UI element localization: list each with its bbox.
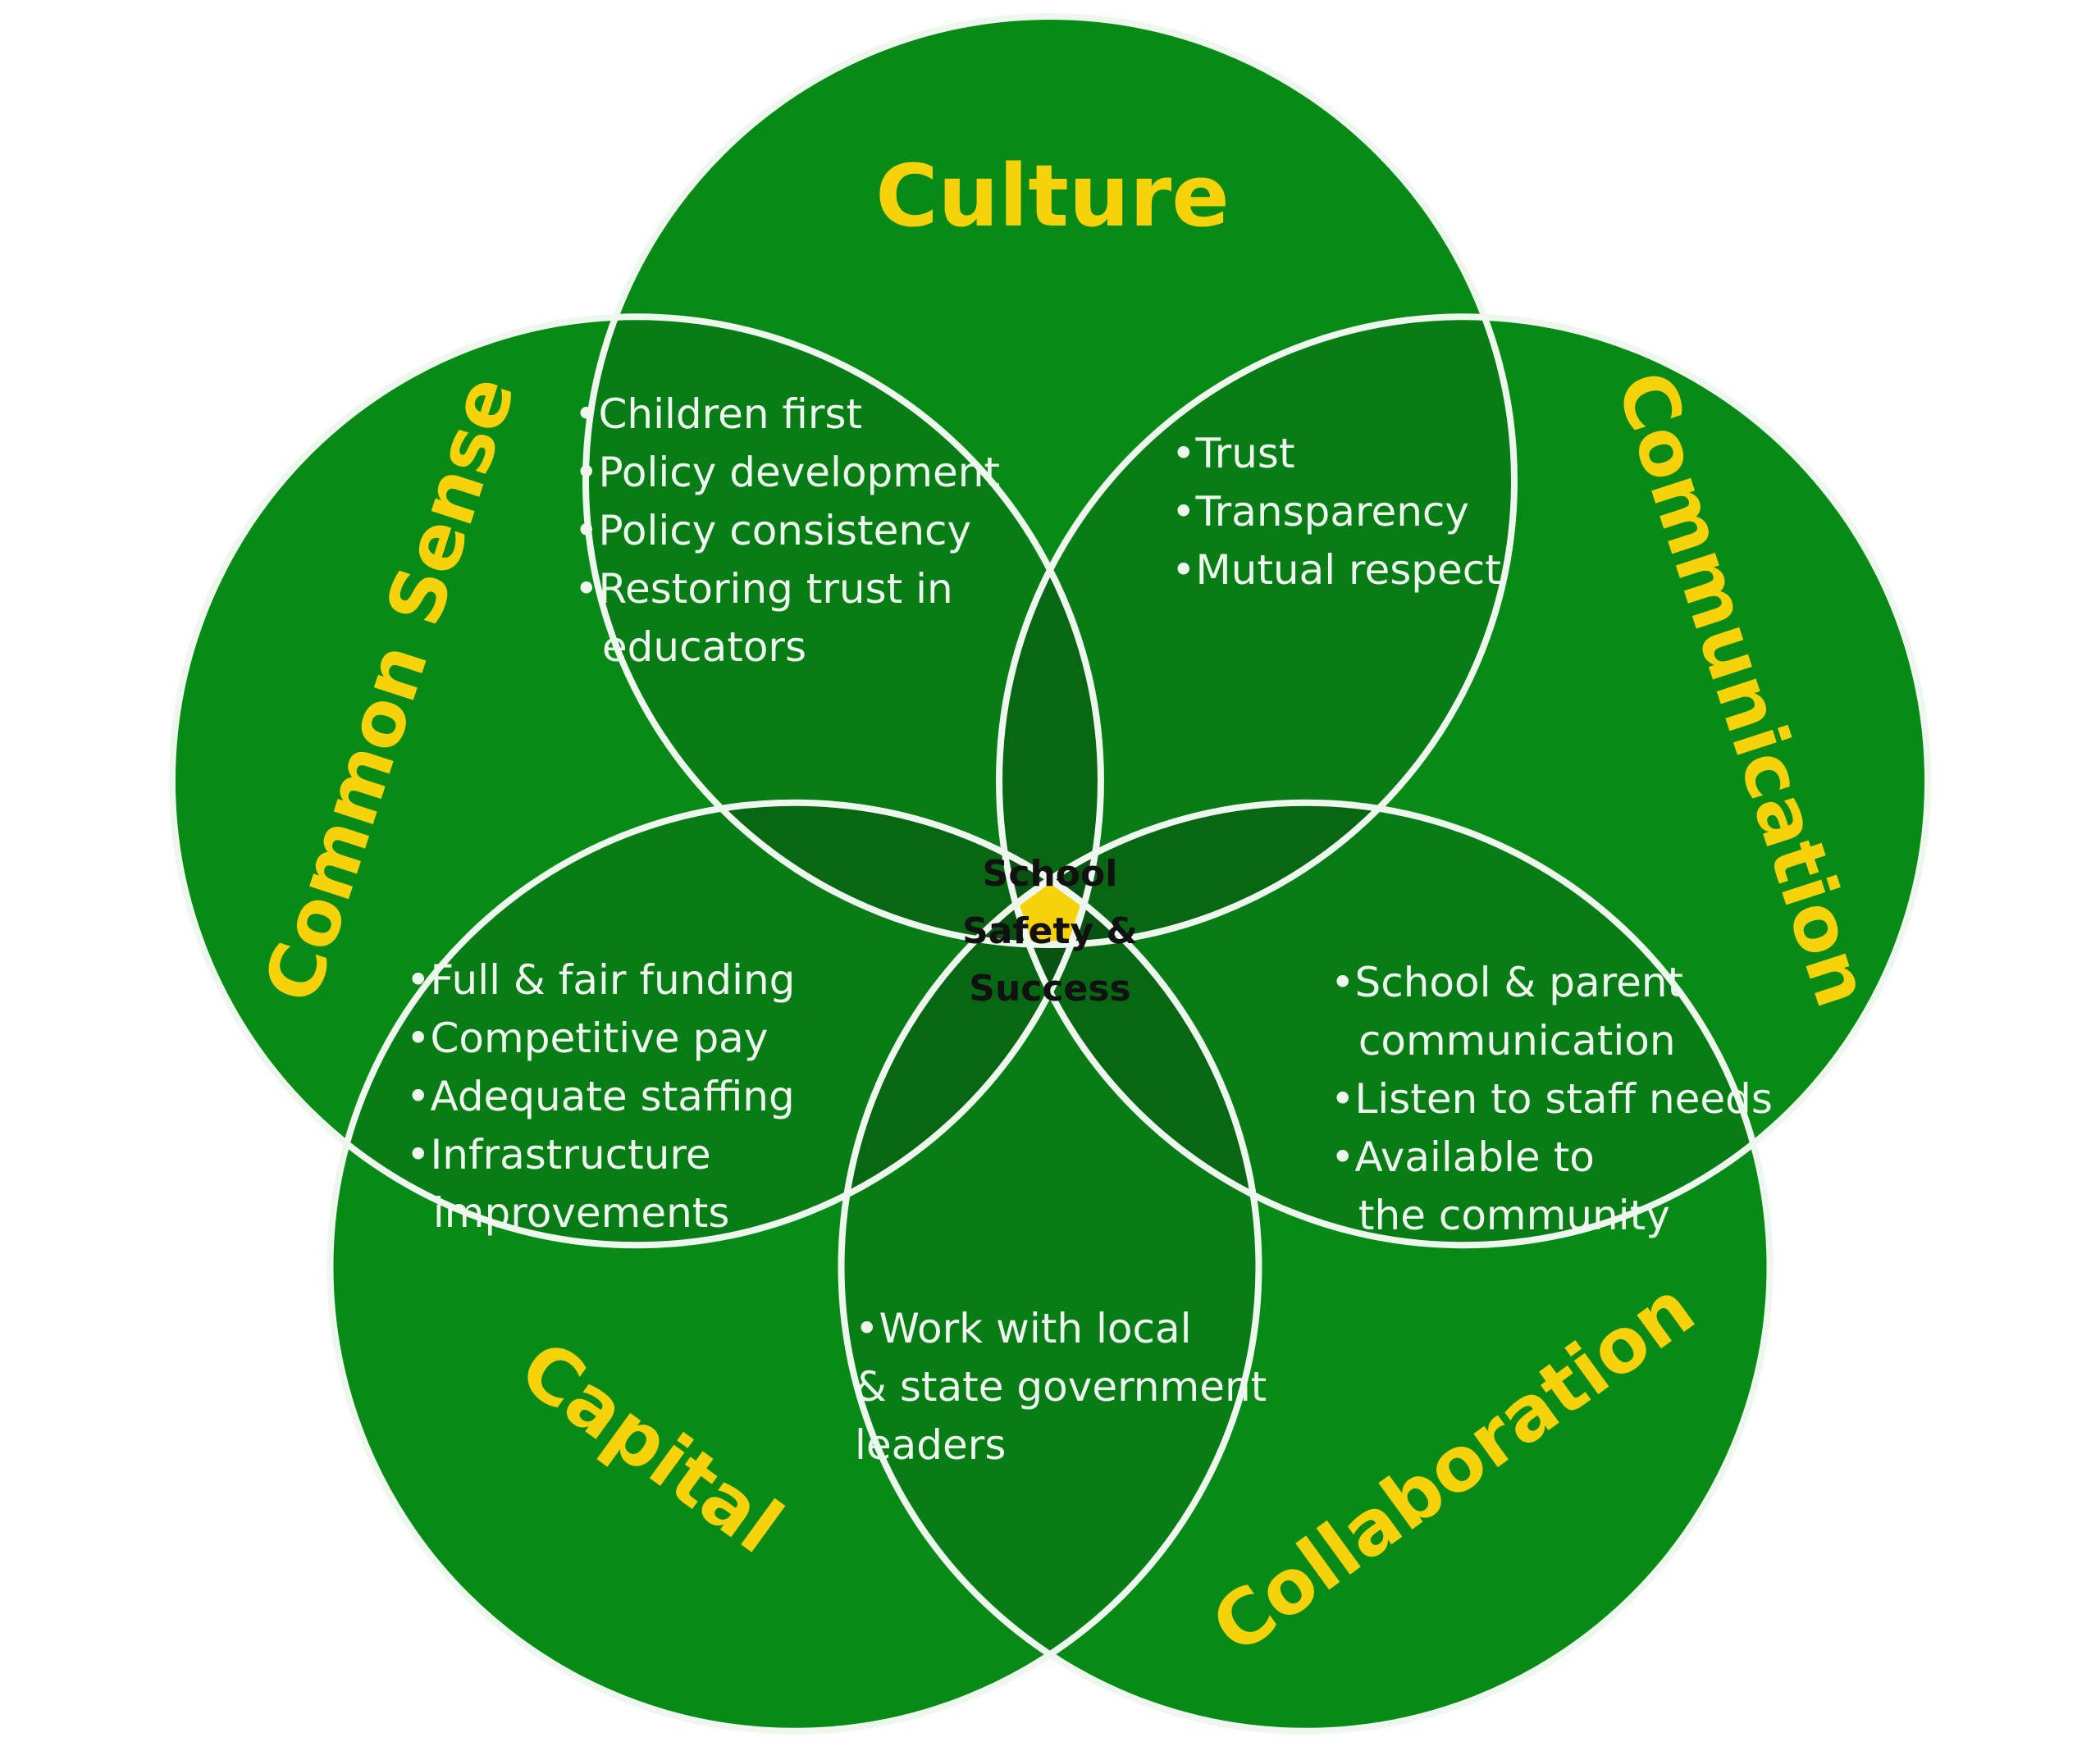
list-item: •Policy development [574, 449, 1000, 496]
list-item: & state government [855, 1363, 1267, 1411]
list-item: •Transparency [1171, 488, 1469, 536]
list-item: •School & parent [1331, 959, 1683, 1006]
overlap-common-sense-culture: •Children first •Policy development •Pol… [574, 390, 1000, 671]
list-item: the community [1345, 1192, 1670, 1239]
list-item: •Trust [1171, 430, 1295, 477]
list-item: communication [1345, 1017, 1676, 1065]
list-item: improvements [420, 1189, 729, 1237]
list-item: •Full & fair funding [406, 956, 795, 1004]
circle-outline-communication [996, 313, 1932, 1249]
overlap-communication-collaboration: •School & parent communication •Listen t… [1331, 959, 1773, 1239]
center-line: School [983, 853, 1118, 895]
center-line: Success [969, 968, 1130, 1010]
list-item: leaders [855, 1421, 1006, 1469]
list-item: •Restoring trust in [574, 565, 953, 613]
center-label: School Safety & Success [962, 853, 1138, 1010]
list-item: •Listen to staff needs [1331, 1075, 1773, 1123]
overlap-culture-communication: •Trust •Transparency •Mutual respect [1171, 430, 1501, 594]
list-item: •Available to [1331, 1133, 1595, 1181]
circle-outline-common_sense [168, 313, 1104, 1249]
overlap-capital-common-sense: •Full & fair funding •Competitive pay •A… [406, 956, 795, 1237]
list-item: •Infrastructure [406, 1131, 711, 1179]
list-item: •Adequate staffing [406, 1073, 795, 1120]
list-item: •Policy consistency [574, 507, 971, 554]
list-item: •Work with local [855, 1305, 1191, 1352]
center-pentagon [1012, 876, 1088, 948]
circle-outline-collaboration [838, 799, 1774, 1735]
list-item: •Mutual respect [1171, 546, 1501, 594]
set-label-culture: Culture [875, 146, 1230, 246]
list-item: •Competitive pay [406, 1015, 768, 1062]
center-line: Safety & [962, 910, 1138, 952]
overlap-collaboration-capital: •Work with local & state government lead… [855, 1305, 1267, 1469]
list-item: educators [589, 623, 806, 671]
circle-outline-capital [326, 799, 1262, 1735]
list-item: •Children first [574, 390, 862, 438]
